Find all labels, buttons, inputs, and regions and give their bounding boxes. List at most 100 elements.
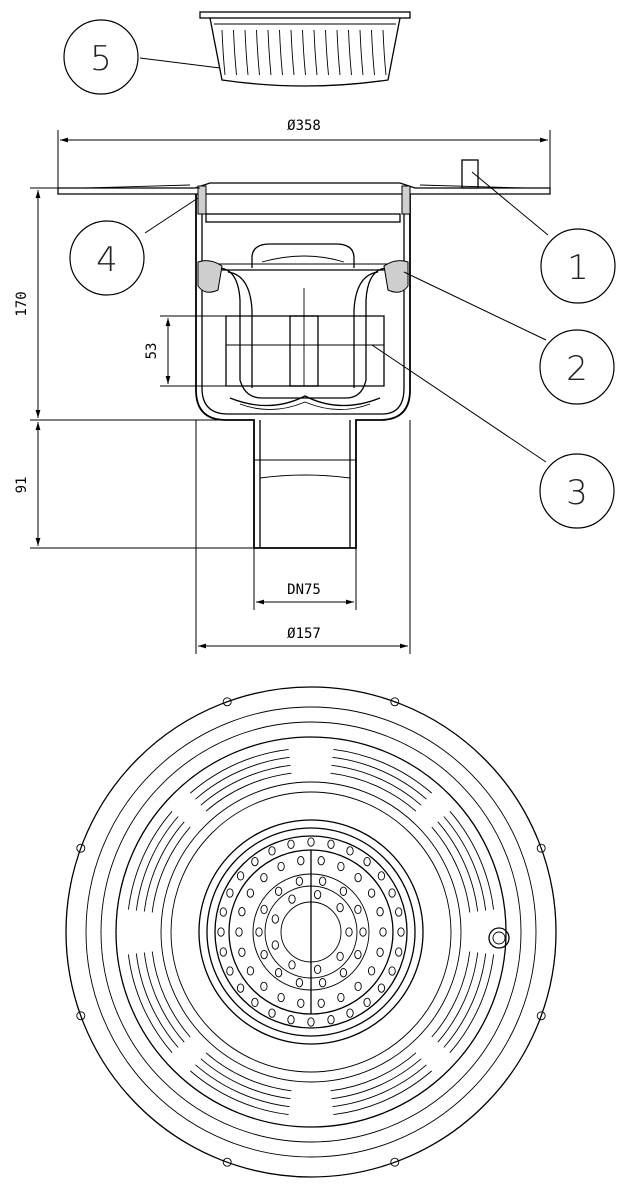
- dim-outlet: DN75: [287, 582, 321, 598]
- grate-slot: [359, 29, 364, 76]
- callout-3: 3: [539, 453, 615, 529]
- strainer-grate-side-view: [199, 11, 411, 87]
- grate-hole: [235, 927, 243, 937]
- grate-hole: [226, 888, 234, 898]
- arc-slot: [127, 954, 173, 1053]
- arc-slot: [127, 811, 173, 910]
- arc-slot: [437, 821, 479, 912]
- arc-slot: [135, 816, 179, 911]
- svg-text:1: 1: [567, 248, 589, 288]
- grate-hole: [388, 966, 396, 976]
- edge-notch: [390, 697, 400, 707]
- grate-hole: [346, 1008, 354, 1018]
- grate-hole: [327, 1015, 335, 1025]
- grate-slot: [267, 29, 272, 76]
- callout-5: 5: [63, 19, 139, 95]
- grate-hole: [388, 888, 396, 898]
- arc-slot: [449, 811, 495, 910]
- grate-hole: [219, 907, 227, 917]
- grate-hole: [255, 927, 263, 937]
- arc-slot: [143, 952, 185, 1043]
- grate-slot: [233, 29, 237, 76]
- grate-slot: [382, 29, 387, 76]
- grate-slot: [279, 29, 283, 76]
- grate-hole: [307, 1017, 315, 1027]
- grate-hole: [337, 861, 345, 872]
- grate-hole: [271, 940, 279, 950]
- grate-hole: [217, 927, 225, 937]
- grate-hole: [236, 871, 245, 881]
- grate-slot: [302, 29, 306, 76]
- grate-hole: [251, 997, 259, 1008]
- svg-text:5: 5: [90, 39, 112, 79]
- svg-text:4: 4: [96, 240, 118, 280]
- callout-1: 1: [540, 228, 616, 304]
- arc-slot: [135, 953, 179, 1048]
- grate-hole: [274, 968, 283, 978]
- dim-body-diameter: Ø157: [287, 626, 321, 642]
- grate-hole: [238, 947, 246, 957]
- grate-hole: [317, 856, 325, 866]
- arc-slot: [437, 952, 479, 1043]
- seal-rings: [197, 260, 409, 293]
- grate-hole: [271, 914, 279, 924]
- grate-hole: [359, 927, 367, 937]
- grate-slot: [244, 29, 249, 76]
- arc-slot: [330, 772, 417, 812]
- grate-slot: [348, 29, 352, 76]
- grate-hole: [317, 998, 325, 1008]
- grate-hole: [307, 837, 315, 847]
- grate-hole: [345, 927, 353, 937]
- arc-slot: [200, 1058, 291, 1100]
- grate-hole: [268, 1008, 276, 1018]
- grate-hole: [354, 981, 362, 992]
- grate-slot: [290, 29, 295, 76]
- grate-hole: [260, 981, 268, 992]
- edge-notch: [222, 697, 232, 707]
- arc-slot: [331, 1058, 422, 1100]
- arc-slot: [332, 756, 427, 800]
- arc-slot: [190, 1070, 289, 1116]
- edge-notch: [536, 843, 546, 853]
- grate-hole: [318, 876, 327, 886]
- arc-slot: [333, 1070, 432, 1116]
- grate-hole: [297, 856, 305, 866]
- grate-hole: [379, 927, 387, 937]
- callout-4: 4: [69, 220, 145, 296]
- grate-hole: [376, 947, 384, 957]
- grate-hole: [238, 907, 246, 917]
- grate-slot: [336, 29, 341, 76]
- arc-slot: [195, 1064, 290, 1108]
- grate-hole: [219, 947, 227, 957]
- arc-slot: [190, 748, 289, 794]
- grate-hole: [395, 947, 403, 957]
- edge-notch: [222, 1157, 232, 1167]
- arc-slot: [431, 951, 471, 1038]
- grate-hole: [336, 902, 344, 913]
- grate-hole: [246, 888, 255, 898]
- grate-hole: [277, 861, 285, 872]
- grate-slot: [256, 29, 260, 76]
- callout-2: 2: [539, 329, 615, 405]
- grate-hole: [288, 894, 296, 904]
- svg-text:2: 2: [566, 349, 588, 389]
- grate-slot: [325, 29, 329, 76]
- dim-outer-diameter: Ø358: [287, 118, 321, 134]
- arc-slot: [332, 1064, 427, 1108]
- dim-height-top: 170: [14, 291, 30, 316]
- arc-slot: [443, 953, 487, 1048]
- grate-hole: [251, 856, 259, 867]
- grate-hole: [354, 872, 362, 883]
- grate-hole: [295, 978, 304, 988]
- grate-slot: [371, 29, 375, 76]
- arc-slot: [449, 954, 495, 1053]
- grate-hole: [246, 966, 255, 976]
- vent-hole-icon: [488, 927, 510, 949]
- arc-slot: [205, 1052, 292, 1092]
- grate-hole: [363, 997, 371, 1008]
- drain-body-section: [195, 194, 411, 549]
- arc-slot: [333, 748, 432, 794]
- grate-hole: [397, 927, 405, 937]
- arc-slot: [431, 826, 471, 913]
